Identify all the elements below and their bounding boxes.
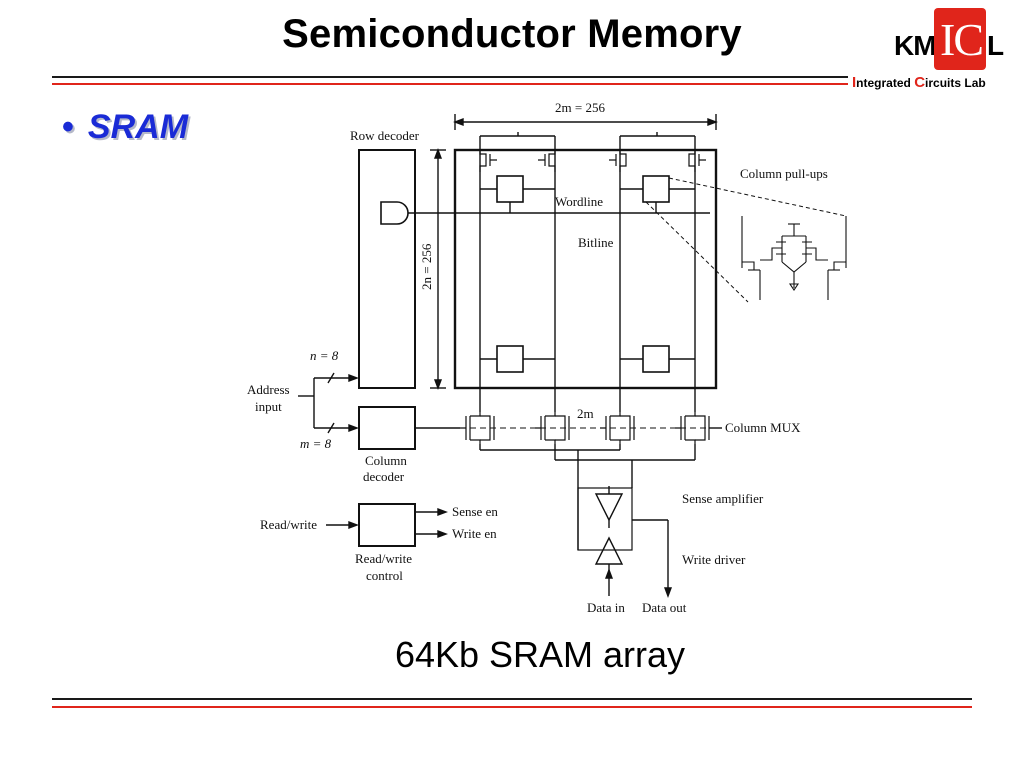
label-wordline: Wordline bbox=[555, 194, 603, 209]
logo-km-text: KM bbox=[894, 30, 937, 61]
label-write-driver: Write driver bbox=[682, 552, 746, 567]
label-column-decoder-2: decoder bbox=[363, 469, 405, 484]
header-rule-red bbox=[52, 83, 848, 85]
label-m8: m = 8 bbox=[300, 436, 332, 451]
label-address-line2: input bbox=[255, 399, 282, 414]
bullet-text: SRAM bbox=[87, 108, 189, 146]
logo-ic-box bbox=[934, 8, 986, 70]
label-data-out: Data out bbox=[642, 600, 687, 615]
kmicl-logo: KM IC L bbox=[888, 6, 1008, 94]
label-row-decoder: Row decoder bbox=[350, 128, 420, 143]
label-sense-amplifier: Sense amplifier bbox=[682, 491, 764, 506]
label-bitline: Bitline bbox=[578, 235, 614, 250]
label-2m-256: 2m = 256 bbox=[555, 100, 605, 115]
label-column-decoder-1: Column bbox=[365, 453, 407, 468]
diagram-caption: 64Kb SRAM array bbox=[394, 634, 686, 675]
label-rw-control-1: Read/write bbox=[355, 551, 412, 566]
logo-ic-text: IC bbox=[940, 14, 984, 65]
label-n8: n = 8 bbox=[310, 348, 339, 363]
label-2n-256: 2n = 256 bbox=[419, 243, 434, 290]
header-rule-dark bbox=[52, 76, 848, 78]
bullet-dot: • bbox=[62, 108, 74, 146]
footer-rule-red bbox=[52, 706, 972, 708]
label-column-mux: Column MUX bbox=[725, 420, 801, 435]
label-read-write: Read/write bbox=[260, 517, 317, 532]
label-2m: 2m bbox=[577, 406, 594, 421]
slide-title: Semiconductor Memory bbox=[282, 12, 742, 56]
bullet-sram: • SRAM bbox=[62, 108, 188, 147]
logo-l-text: L bbox=[987, 30, 1005, 61]
label-data-in: Data in bbox=[587, 600, 625, 615]
label-rw-control-2: control bbox=[366, 568, 403, 583]
label-column-pullups: Column pull-ups bbox=[740, 166, 828, 181]
footer-rule-dark bbox=[52, 698, 972, 700]
label-address-line1: Address bbox=[247, 382, 290, 397]
label-write-en: Write en bbox=[452, 526, 497, 541]
label-sense-en: Sense en bbox=[452, 504, 498, 519]
lab-name: Integrated Circuits Lab bbox=[852, 74, 986, 91]
